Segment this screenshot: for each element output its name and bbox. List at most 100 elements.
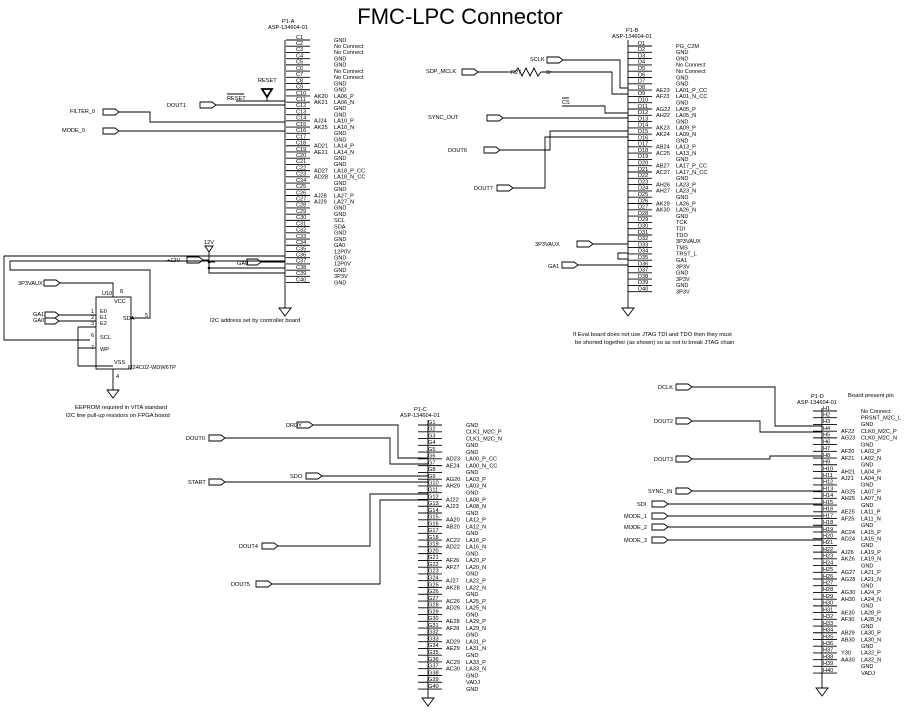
- pin-signal: No Connect: [334, 69, 364, 75]
- plus12v-port-icon: [186, 256, 204, 264]
- pin-number: C17: [296, 134, 306, 140]
- pin-number: H28: [823, 587, 833, 593]
- pin-signal: GND: [861, 463, 873, 469]
- pin-signal: LA17_P_CC: [676, 164, 707, 170]
- pin-signal: GND: [466, 687, 478, 693]
- pin-number: C26: [296, 190, 306, 196]
- pin-signal: GND: [334, 106, 346, 112]
- pin-signal: LA27_N: [334, 200, 354, 206]
- pin-number: C3: [296, 47, 303, 53]
- pin-number: C25: [296, 184, 306, 190]
- r27-resistor: [514, 66, 542, 78]
- p1-d-ground-icon: [815, 687, 829, 697]
- pin-number: D27: [638, 205, 648, 211]
- pin-signal: LA08_P: [466, 497, 486, 503]
- pin-ball: AG28: [841, 577, 855, 583]
- pin-signal: GND: [861, 483, 873, 489]
- pin-ball: AG25: [841, 489, 855, 495]
- eeprom-ga1-label: GA1: [33, 312, 44, 318]
- pin-number: H27: [823, 581, 833, 587]
- pin-number: D31: [638, 230, 648, 236]
- pin-number: C12: [296, 103, 306, 109]
- pin-signal: 12P0V: [334, 262, 351, 268]
- pin-number: C13: [296, 109, 306, 115]
- pin-ball: AC22: [446, 538, 460, 544]
- pin-number: H20: [823, 533, 833, 539]
- pin-signal: GND: [334, 81, 346, 87]
- pin-signal: LA07_N: [861, 496, 881, 502]
- pin-signal: GND: [676, 176, 688, 182]
- pin-number: D34: [638, 249, 648, 255]
- pin-signal: 3P3V: [676, 264, 690, 270]
- pin-number: G2: [428, 427, 435, 433]
- pin-signal: GND: [861, 563, 873, 569]
- pin-signal: GND: [676, 119, 688, 125]
- pin-signal: GND: [334, 112, 346, 118]
- pin-number: G36: [428, 657, 439, 663]
- pin-signal: 3P3VAUX: [676, 239, 701, 245]
- pin-number: G18: [428, 535, 439, 541]
- pin-number: G20: [428, 548, 439, 554]
- pin-number: G34: [428, 643, 439, 649]
- eeprom-ref: U10: [102, 291, 112, 297]
- pin-signal: LA15_P: [861, 530, 881, 536]
- pin-signal: LA01_P_CC: [676, 88, 707, 94]
- pin-number: G30: [428, 616, 439, 622]
- pin-ball: AG30: [841, 590, 855, 596]
- filter0-port-icon: [102, 108, 120, 116]
- eeprom-ga1-port-icon: [44, 311, 60, 319]
- pin-number: D38: [638, 274, 648, 280]
- pin-signal: GND: [466, 511, 478, 517]
- pin-ball: AK24: [656, 132, 670, 138]
- pin-number: C10: [296, 91, 306, 97]
- pin-signal: LA26_P: [676, 201, 696, 207]
- pin-signal: LA15_N: [861, 536, 881, 542]
- pin-ball: AH26: [656, 182, 670, 188]
- pin-signal: GND: [466, 633, 478, 639]
- eeprom-pin-scl: SCL: [100, 335, 111, 341]
- pin-signal: LA00_P_CC: [466, 457, 497, 463]
- pin-signal: No Connect: [334, 75, 364, 81]
- pin-ball: AF30: [841, 617, 854, 623]
- sclk-label: SCLK: [530, 57, 545, 63]
- mode0-port-icon: [102, 127, 120, 135]
- pin-ball: AG20: [446, 477, 460, 483]
- eeprom-pnum-3: 3: [91, 321, 94, 327]
- pin-ball: AJ28: [314, 193, 327, 199]
- eeprom-body: [95, 296, 132, 370]
- pin-signal: LA32_N: [861, 657, 881, 663]
- pin-signal: PG_C2M: [676, 44, 699, 50]
- pin-number: C35: [296, 246, 306, 252]
- pin-signal: VADJ: [861, 671, 875, 677]
- pin-number: C9: [296, 85, 303, 91]
- pin-number: H17: [823, 513, 833, 519]
- ga0-label: GA0: [237, 261, 248, 267]
- pin-signal: LA16_N: [466, 545, 486, 551]
- pin-signal: TMS: [676, 245, 688, 251]
- pin-number: H22: [823, 547, 833, 553]
- pin-ball: AB29: [841, 631, 855, 637]
- pin-ball: AF20: [841, 449, 854, 455]
- pin-signal: GND: [466, 673, 478, 679]
- pin-number: H40: [823, 668, 833, 674]
- dout7-label: DOUT7: [474, 186, 493, 192]
- pin-signal: GND: [466, 423, 478, 429]
- pin-signal: LA03_P: [466, 477, 486, 483]
- pin-signal: GND: [466, 592, 478, 598]
- pin-number: H14: [823, 493, 833, 499]
- pin-number: G16: [428, 521, 439, 527]
- plus12v-label: +12V: [167, 258, 180, 264]
- dout1-port-icon: [199, 101, 217, 109]
- pin-number: H33: [823, 621, 833, 627]
- pin-signal: GND: [334, 206, 346, 212]
- mode0-label: MODE_0: [62, 128, 85, 134]
- b-aux-port-icon: [576, 240, 594, 248]
- pin-signal: LA09_P: [676, 126, 696, 132]
- pin-ball: AD29: [446, 639, 460, 645]
- pin-number: D8: [638, 85, 645, 91]
- pin-signal: TRST_L: [676, 252, 697, 258]
- pin-number: H18: [823, 520, 833, 526]
- connector-part: ASP-134604-01: [797, 400, 837, 406]
- dout5-port-icon: [255, 580, 273, 588]
